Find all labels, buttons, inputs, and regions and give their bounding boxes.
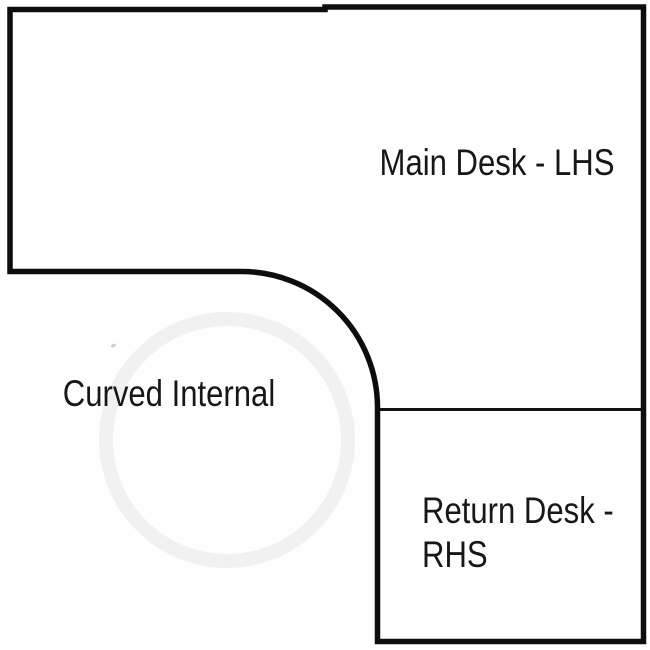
curved-internal-label: Curved Internal — [62, 373, 276, 414]
return-desk-label-line1: Return Desk - — [422, 490, 614, 531]
desk-outline-path — [7, 4, 647, 645]
return-desk-label-line2: RHS — [422, 534, 488, 575]
return-desk-label: Return Desk - RHS — [422, 489, 614, 577]
watermark-circle — [99, 312, 355, 568]
main-desk-label: Main Desk - LHS — [379, 142, 615, 183]
